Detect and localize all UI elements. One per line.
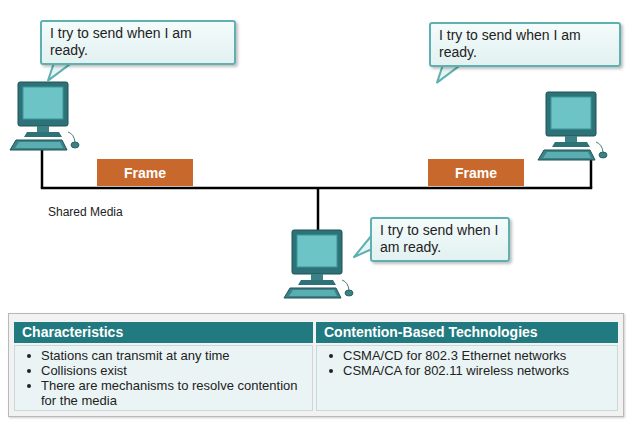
table-cell-text: Stations can transmit at any time xyxy=(41,348,230,363)
computer-icon xyxy=(10,82,79,150)
speech-bubble: I try to send when I am ready. xyxy=(370,217,510,262)
table-cell-text: CSMA/CA for 802.11 wireless networks xyxy=(343,363,569,378)
table-cell: Stations can transmit at any timeCollisi… xyxy=(14,345,313,411)
node-text: Frame xyxy=(455,165,497,181)
bullet-dot xyxy=(27,369,31,373)
node-text: I try to send when I am ready. xyxy=(50,25,226,59)
table-cell-text: There are mechanisms to resolve contenti… xyxy=(41,378,298,408)
bullet-item: Collisions exist xyxy=(25,363,306,378)
callout-tail xyxy=(48,63,72,81)
speech-bubble: I try to send when I am ready. xyxy=(40,20,236,65)
table-header: Contention-Based Technologies xyxy=(316,322,618,343)
node-text: I try to send when I am ready. xyxy=(380,222,500,256)
callout-tail xyxy=(437,65,461,83)
bullet-item: CSMA/CA for 802.11 wireless networks xyxy=(327,363,611,378)
table-cell-text: Collisions exist xyxy=(41,363,127,378)
bullet-dot xyxy=(27,384,31,388)
computer-icon xyxy=(284,230,353,298)
bullet-dot xyxy=(27,354,31,358)
table-header-text: Contention-Based Technologies xyxy=(324,324,610,341)
table-cell: CSMA/CD for 802.3 Ethernet networksCSMA/… xyxy=(316,345,618,411)
frame-box: Frame xyxy=(97,159,193,186)
computer-icon xyxy=(538,92,607,160)
table-header: Characteristics xyxy=(14,322,313,343)
bullet-dot xyxy=(329,369,333,373)
table-cell-text: CSMA/CD for 802.3 Ethernet networks xyxy=(343,348,566,363)
bullet-item: Stations can transmit at any time xyxy=(25,348,306,363)
frame-box: Frame xyxy=(428,159,524,186)
table-header-text: Characteristics xyxy=(22,324,305,341)
bullet-dot xyxy=(329,354,333,358)
bullet-item: There are mechanisms to resolve contenti… xyxy=(25,378,306,408)
speech-bubble: I try to send when I am ready. xyxy=(429,22,621,67)
media-label: Shared Media xyxy=(48,205,123,219)
node-text: Frame xyxy=(124,165,166,181)
node-text: I try to send when I am ready. xyxy=(439,27,611,61)
bullet-item: CSMA/CD for 802.3 Ethernet networks xyxy=(327,348,611,363)
